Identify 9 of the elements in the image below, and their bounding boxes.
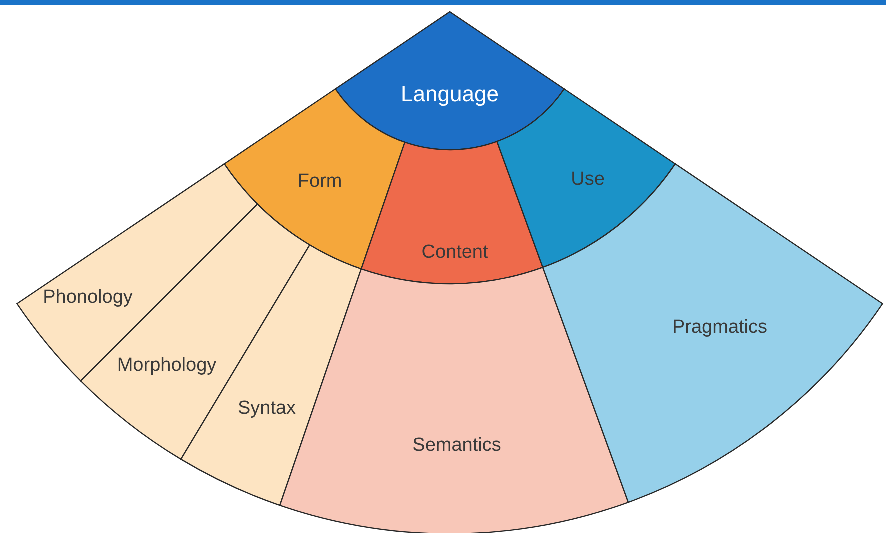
sector-label: Semantics — [412, 434, 502, 458]
sector-label: Pragmatics — [672, 316, 768, 340]
sector-label: Syntax — [238, 396, 296, 421]
sector-label: Phonology — [43, 286, 133, 310]
sector-label: Language — [401, 80, 499, 108]
sector-label: Use — [571, 168, 605, 192]
sector-label: Morphology — [117, 354, 217, 378]
sector-label: Content — [422, 240, 488, 265]
sector-label: Form — [298, 170, 342, 194]
